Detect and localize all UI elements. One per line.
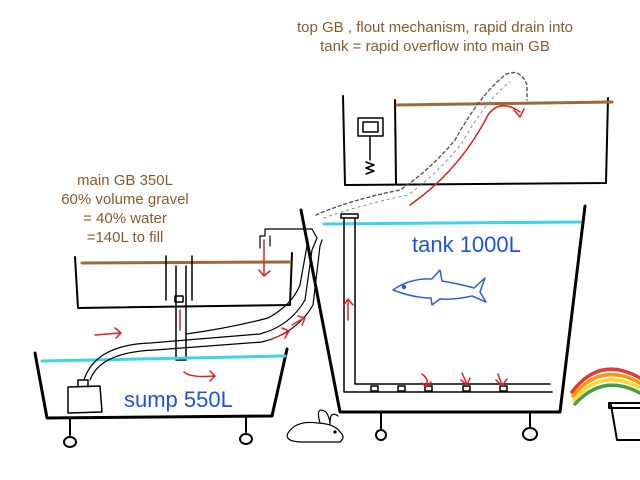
bucket-icon (608, 402, 640, 441)
siphon-overflow-line (315, 71, 528, 216)
pump-return-pipe (83, 228, 323, 381)
rainbow-icon (570, 367, 640, 406)
flow-arrows (94, 105, 525, 388)
tank-label: tank 1000L (412, 232, 521, 257)
top-grow-bed (342, 95, 609, 186)
main-grow-bed (74, 252, 293, 309)
main-gb-note-line-3: = 40% water (83, 210, 167, 227)
rabbit-icon (286, 409, 344, 443)
top-gb-note: top GB , flout mechanism, rapid drain in… (280, 18, 590, 56)
tank-leg-right (522, 411, 538, 441)
fish-icon (392, 269, 487, 306)
tank-outline (299, 204, 587, 414)
tank-water-line (322, 220, 582, 226)
pump-icon (67, 379, 103, 414)
top-gb-note-line-1: top GB , flout mechanism, rapid drain in… (297, 19, 573, 36)
siphon-overflow-line-2 (323, 81, 511, 219)
sump-leg-right (239, 415, 253, 445)
sump-label: sump 550L (124, 387, 233, 412)
main-gb-standpipe (165, 255, 193, 361)
main-gb-note: main GB 350L 60% volume gravel = 40% wat… (40, 171, 210, 247)
top-gb-note-line-2: tank = rapid overflow into main GB (320, 38, 550, 55)
tank-leg-left (375, 411, 387, 441)
main-gb-note-line-4: =140L to fill (86, 229, 164, 246)
sump-outline (33, 347, 289, 420)
main-gb-note-line-2: 60% volume gravel (61, 191, 189, 208)
float-switch-icon (357, 117, 384, 175)
main-gb-note-line-1: main GB 350L (77, 172, 173, 189)
sump-water-line (40, 354, 287, 363)
main-gb-gravel-line (80, 260, 292, 265)
sump-leg-left (63, 417, 77, 448)
top-gb-gravel-line (395, 100, 614, 107)
tank-bottom-drain-pipe (340, 213, 553, 393)
